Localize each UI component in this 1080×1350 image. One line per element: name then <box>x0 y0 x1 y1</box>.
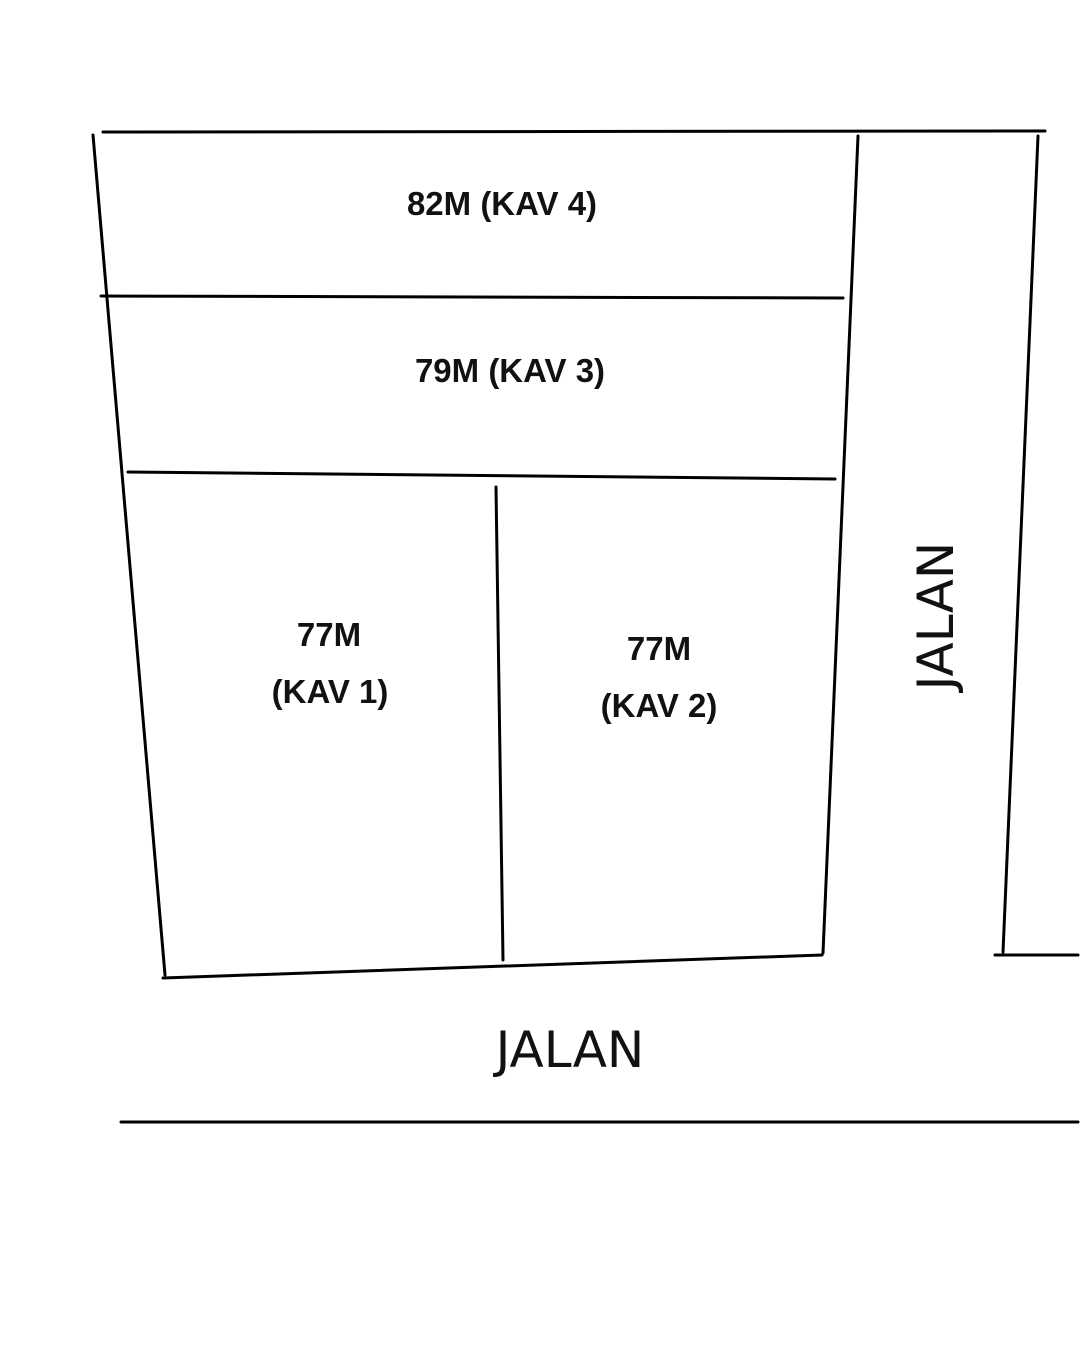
bottom-boundary-line <box>161 953 824 980</box>
bottom-road-label: JALAN <box>493 1021 645 1079</box>
kav1-name-label: (KAV 1) <box>272 673 389 710</box>
right-road-label: JALAN <box>907 542 965 694</box>
kav4-kav3-divider <box>99 294 845 300</box>
kav2-name-label: (KAV 2) <box>601 687 718 724</box>
kav4-label: 82M (KAV 4) <box>407 185 597 222</box>
right-road-edge-line <box>1001 134 1040 954</box>
kav1-size-label: 77M <box>297 616 361 653</box>
right-boundary-line <box>821 134 860 955</box>
kav1-kav2-divider <box>494 485 505 962</box>
kav2-size-label: 77M <box>627 630 691 667</box>
top-boundary-line <box>101 129 1047 134</box>
left-boundary-line <box>91 133 167 977</box>
kav3-kav1-divider <box>126 470 837 481</box>
kav3-label: 79M (KAV 3) <box>415 352 605 389</box>
